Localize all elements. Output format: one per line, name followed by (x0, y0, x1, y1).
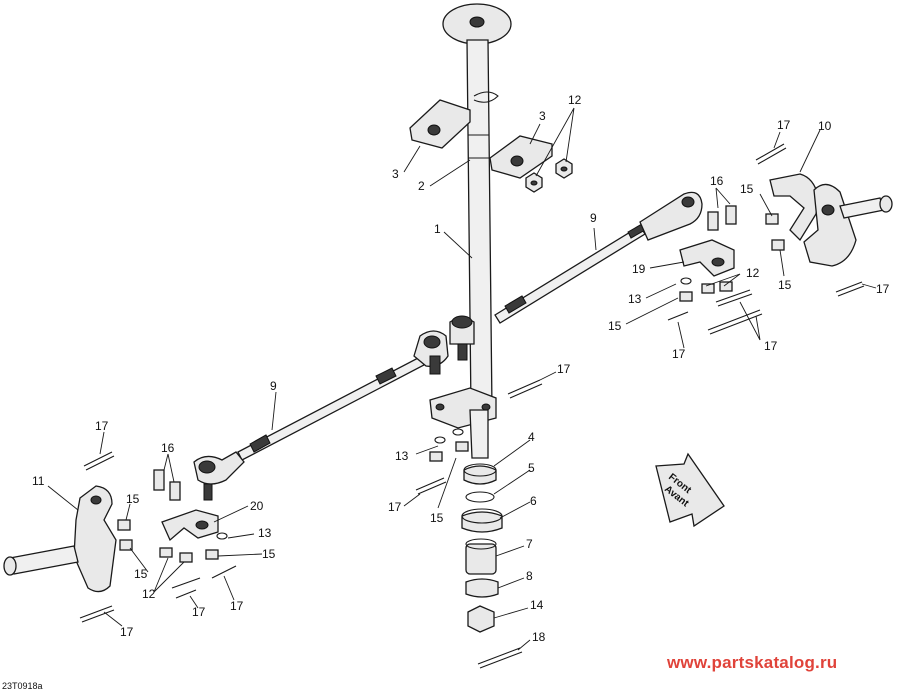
callout-17-e: 17 (557, 362, 571, 376)
center-ball-joint (429, 315, 475, 375)
callout-15-g: 15 (134, 567, 148, 581)
steering-column (429, 3, 512, 459)
callout-18: 18 (532, 630, 546, 644)
column-clamp-right (489, 135, 553, 179)
callout-12-top: 12 (568, 93, 582, 107)
callout-9-left: 9 (270, 379, 277, 393)
diagram-reference-code: 23T0918a (2, 681, 43, 691)
steering-arm-left (161, 509, 219, 542)
callout-7: 7 (526, 537, 533, 551)
callout-17-a: 17 (777, 118, 791, 132)
small-nuts (117, 213, 785, 563)
callout-1: 1 (434, 222, 441, 236)
callout-16-left: 16 (161, 441, 175, 455)
watermark-link[interactable]: www.partskatalog.ru (667, 653, 838, 672)
steering-arm-right (679, 239, 735, 277)
cotter-pins (79, 143, 865, 669)
callout-13-b: 13 (395, 449, 409, 463)
callout-15-d: 15 (126, 492, 140, 506)
callout-13-c: 13 (258, 526, 272, 540)
callout-17-c: 17 (764, 339, 778, 353)
lower-column-stack (461, 463, 503, 633)
callout-numbers: 1 2 3 3 12 9 10 17 16 15 19 12 15 17 13 … (32, 93, 890, 644)
leader-lines (47, 107, 877, 651)
tie-rod-right (494, 191, 703, 324)
front-direction-arrow: Front Avant (655, 452, 725, 528)
callout-6: 6 (530, 494, 537, 508)
callout-17-f: 17 (95, 419, 109, 433)
callout-16-right: 16 (710, 174, 724, 188)
callout-4: 4 (528, 430, 535, 444)
callout-17-d: 17 (672, 347, 686, 361)
callout-15-f: 15 (262, 547, 276, 561)
callout-2: 2 (418, 179, 425, 193)
callout-9-right: 9 (590, 211, 597, 225)
callout-15-a: 15 (740, 182, 754, 196)
callout-15-c: 15 (608, 319, 622, 333)
callout-14: 14 (530, 598, 544, 612)
lock-nut-upper (525, 158, 573, 193)
washers (216, 277, 692, 540)
column-clamp-left (409, 99, 471, 149)
spindle-right (769, 173, 893, 267)
callout-17-i: 17 (230, 599, 244, 613)
tie-rod-left (193, 330, 449, 501)
bolts-right (707, 205, 737, 231)
callout-15-b: 15 (778, 278, 792, 292)
bolts-left (153, 469, 181, 501)
callout-17-b: 17 (876, 282, 890, 296)
callout-11: 11 (32, 474, 45, 488)
callout-3-left: 3 (392, 167, 399, 181)
callout-17-h: 17 (192, 605, 206, 619)
callout-8: 8 (526, 569, 533, 583)
spindle-left (3, 485, 117, 593)
callout-10: 10 (818, 119, 832, 133)
callout-12-left: 12 (142, 587, 156, 601)
callout-19: 19 (632, 262, 646, 276)
callout-17-j: 17 (120, 625, 134, 639)
callout-20: 20 (250, 499, 264, 513)
callout-12-right: 12 (746, 266, 760, 280)
callout-15-e: 15 (430, 511, 444, 525)
callout-5: 5 (528, 461, 535, 475)
callout-3-right: 3 (539, 109, 546, 123)
callout-17-g: 17 (388, 500, 402, 514)
callout-13-a: 13 (628, 292, 642, 306)
